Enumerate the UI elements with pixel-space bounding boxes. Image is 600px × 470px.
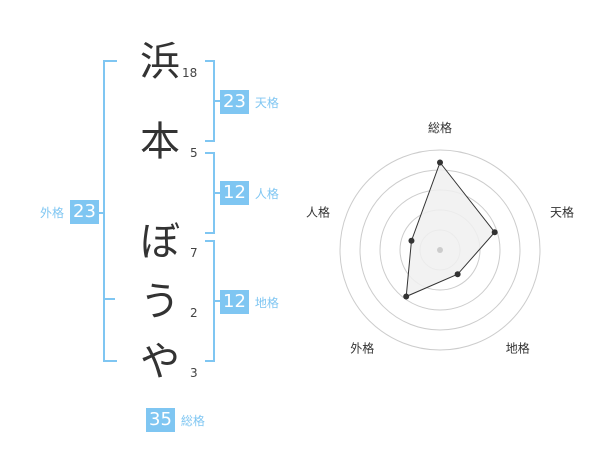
name-char-2: 本 bbox=[140, 119, 180, 165]
chikaku-score: 12 地格 bbox=[220, 290, 279, 314]
tenkaku-connector bbox=[213, 100, 221, 102]
radar-point-1 bbox=[491, 229, 498, 236]
radar-axis-label-4: 人格 bbox=[306, 204, 330, 219]
radar-polygon bbox=[405, 161, 496, 298]
gaikaku-score: 外格 23 bbox=[40, 200, 99, 224]
gaikaku-inner-tick bbox=[105, 298, 115, 300]
stroke-count-1: 18 bbox=[182, 66, 198, 80]
radar-ring-5 bbox=[339, 149, 541, 351]
radar-center-dot bbox=[437, 247, 443, 253]
radar-point-2 bbox=[454, 271, 461, 278]
radar-axis-label-0: 総格 bbox=[428, 120, 452, 135]
stroke-count-3: 7 bbox=[190, 246, 198, 260]
tenkaku-label: 天格 bbox=[254, 95, 279, 110]
jinkaku-label: 人格 bbox=[254, 186, 279, 201]
tenkaku-score: 23 天格 bbox=[220, 90, 279, 114]
gaikaku-connector bbox=[96, 212, 104, 214]
soukaku-value: 35 bbox=[146, 408, 175, 432]
name-char-4: う bbox=[140, 279, 180, 325]
radar-point-3 bbox=[403, 293, 410, 300]
name-char-5: や bbox=[140, 339, 180, 385]
radar-axis-label-3: 外格 bbox=[350, 341, 374, 356]
stroke-count-2: 5 bbox=[190, 146, 198, 160]
tenkaku-value: 23 bbox=[220, 90, 249, 114]
radar-axis-label-1: 天格 bbox=[550, 204, 574, 219]
chikaku-connector bbox=[213, 300, 221, 302]
stroke-count-4: 2 bbox=[190, 306, 198, 320]
soukaku-score: 35 総格 bbox=[146, 408, 205, 432]
jinkaku-value: 12 bbox=[220, 181, 249, 205]
name-char-3: ぼ bbox=[140, 219, 180, 265]
jinkaku-connector bbox=[213, 192, 221, 194]
gaikaku-bracket bbox=[103, 60, 117, 362]
soukaku-label: 総格 bbox=[180, 413, 205, 428]
gaikaku-label: 外格 bbox=[40, 205, 65, 220]
name-char-1: 浜 bbox=[140, 39, 180, 85]
chikaku-value: 12 bbox=[220, 290, 249, 314]
gaikaku-value: 23 bbox=[70, 200, 99, 224]
chikaku-label: 地格 bbox=[254, 295, 279, 310]
radar-axis-label-2: 地格 bbox=[506, 341, 530, 356]
stroke-count-5: 3 bbox=[190, 366, 198, 380]
jinkaku-score: 12 人格 bbox=[220, 181, 279, 205]
radar-point-4 bbox=[408, 237, 415, 244]
radar-point-0 bbox=[437, 159, 443, 166]
